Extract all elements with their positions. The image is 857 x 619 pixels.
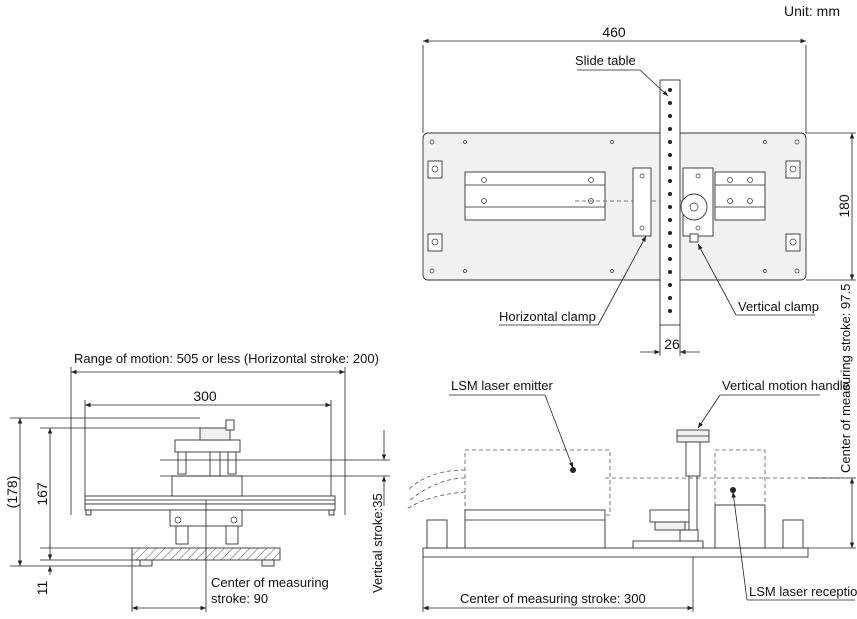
- slide-table-hole: [668, 296, 672, 300]
- left-base-dim: 11: [34, 581, 50, 596]
- vertical-stroke-label: Vertical stroke:35: [370, 493, 385, 593]
- slide-table-hole: [668, 283, 672, 287]
- slide-table-hole: [668, 127, 672, 131]
- slide-table-hole: [668, 179, 672, 183]
- right-center-vertical: Center of measuring stroke: 97.5: [838, 284, 853, 473]
- right-center-horizontal: Center of measuring stroke: 300: [460, 591, 646, 606]
- top-width-dim: 460: [602, 24, 626, 40]
- slide-width-dim: 26: [664, 336, 680, 352]
- laser-reception-label: LSM laser reception: [749, 584, 857, 599]
- horizontal-clamp-label: Horizontal clamp: [499, 309, 596, 324]
- laser-reception: [714, 504, 766, 549]
- slide-table-hole: [668, 101, 672, 105]
- slide-table-hole: [668, 166, 672, 170]
- vertical-motion-handle-label: Vertical motion handle: [722, 378, 850, 393]
- left-height-outer: (178): [4, 476, 20, 509]
- slide-table-hole: [668, 270, 672, 274]
- top-height-dim: 180: [836, 194, 852, 218]
- left-center-line2: stroke: 90: [211, 591, 268, 606]
- unit-label: Unit: mm: [784, 3, 840, 19]
- slide-table-hole: [668, 231, 672, 235]
- slide-table-hole: [668, 205, 672, 209]
- slide-table-hole: [668, 114, 672, 118]
- slide-table-hole: [668, 88, 672, 92]
- slide-table-hole: [668, 140, 672, 144]
- slide-table-hole: [668, 309, 672, 313]
- laser-emitter: [464, 509, 606, 549]
- right-base: [422, 547, 809, 558]
- range-of-motion-label: Range of motion: 505 or less (Horizontal…: [74, 351, 379, 366]
- slide-table-label: Slide table: [575, 53, 636, 68]
- left-side-view: [84, 419, 390, 567]
- slide-table-hole: [668, 218, 672, 222]
- slide-table-hole: [668, 257, 672, 261]
- slide-table-hole: [668, 192, 672, 196]
- left-center-line1: Center of measuring: [211, 575, 329, 590]
- slide-table-hole: [668, 153, 672, 157]
- slide-table: [659, 79, 681, 326]
- left-width-dim: 300: [193, 388, 217, 404]
- right-side-view: [404, 429, 843, 558]
- top-view: [422, 79, 807, 326]
- laser-emitter-label: LSM laser emitter: [451, 378, 554, 393]
- left-height-inner: 167: [34, 482, 50, 506]
- slide-table-hole: [668, 244, 672, 248]
- vertical-clamp-label: Vertical clamp: [738, 299, 819, 314]
